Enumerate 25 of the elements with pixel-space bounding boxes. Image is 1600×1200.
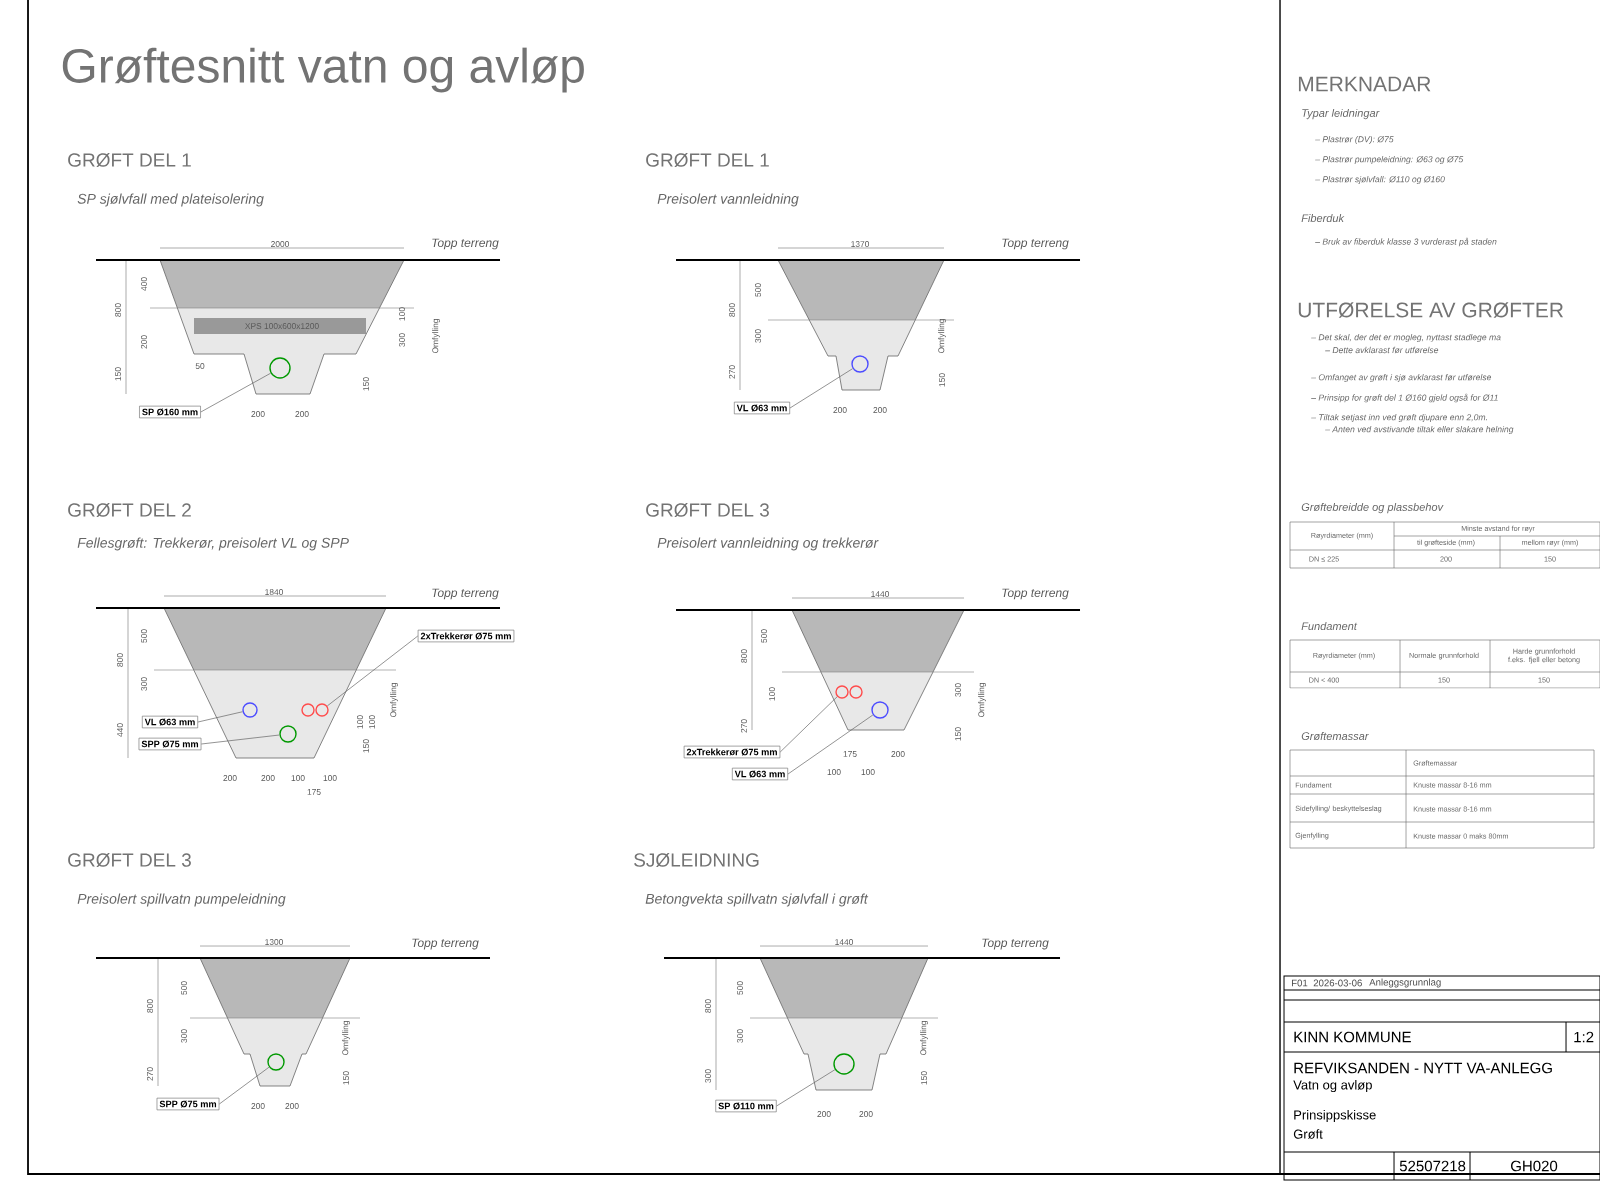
title: Grøftesnitt vatn og avløp	[62, 47, 584, 93]
section-heading: GRØFT DEL 3	[646, 502, 769, 518]
leader-line	[787, 714, 874, 775]
pipe-circle	[851, 355, 869, 373]
note-heading: MERKNADAR	[1298, 76, 1431, 92]
section-heading: SJØLEIDNING	[634, 852, 759, 868]
leader-line	[201, 734, 280, 745]
section-heading: GRØFT DEL 1	[646, 152, 769, 168]
leader-line	[789, 368, 853, 409]
leader-line	[197, 711, 243, 723]
pipe-circle	[279, 725, 297, 743]
leader-line	[779, 696, 838, 753]
pipe-circle	[269, 357, 291, 379]
leader-line	[200, 372, 271, 413]
section-heading: GRØFT DEL 3	[68, 852, 191, 868]
pipe-circle	[871, 701, 889, 719]
pipe-circle	[833, 1053, 855, 1075]
leader-line	[776, 1069, 836, 1107]
section-heading: GRØFT DEL 2	[68, 502, 191, 518]
leader-line	[219, 1066, 270, 1105]
pipe-circle	[267, 1053, 285, 1071]
note-heading: UTFØRELSE AV GRØFTER	[1298, 302, 1564, 318]
section-heading: GRØFT DEL 1	[68, 152, 191, 168]
leader-line	[326, 635, 419, 707]
pipe-circle	[242, 702, 258, 718]
